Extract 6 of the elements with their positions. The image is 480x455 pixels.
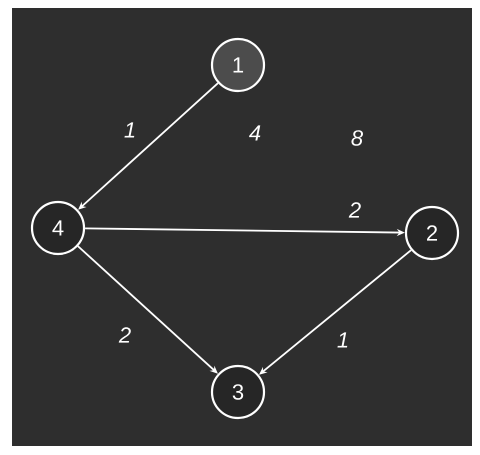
edge-label: 1 bbox=[124, 122, 134, 138]
edge-label: 2 bbox=[118, 327, 131, 343]
weight-label: 8 bbox=[351, 130, 363, 146]
weight-label: 4 bbox=[249, 125, 260, 141]
edge-label: 2 bbox=[348, 202, 361, 218]
edge-label: 1 bbox=[337, 332, 348, 348]
